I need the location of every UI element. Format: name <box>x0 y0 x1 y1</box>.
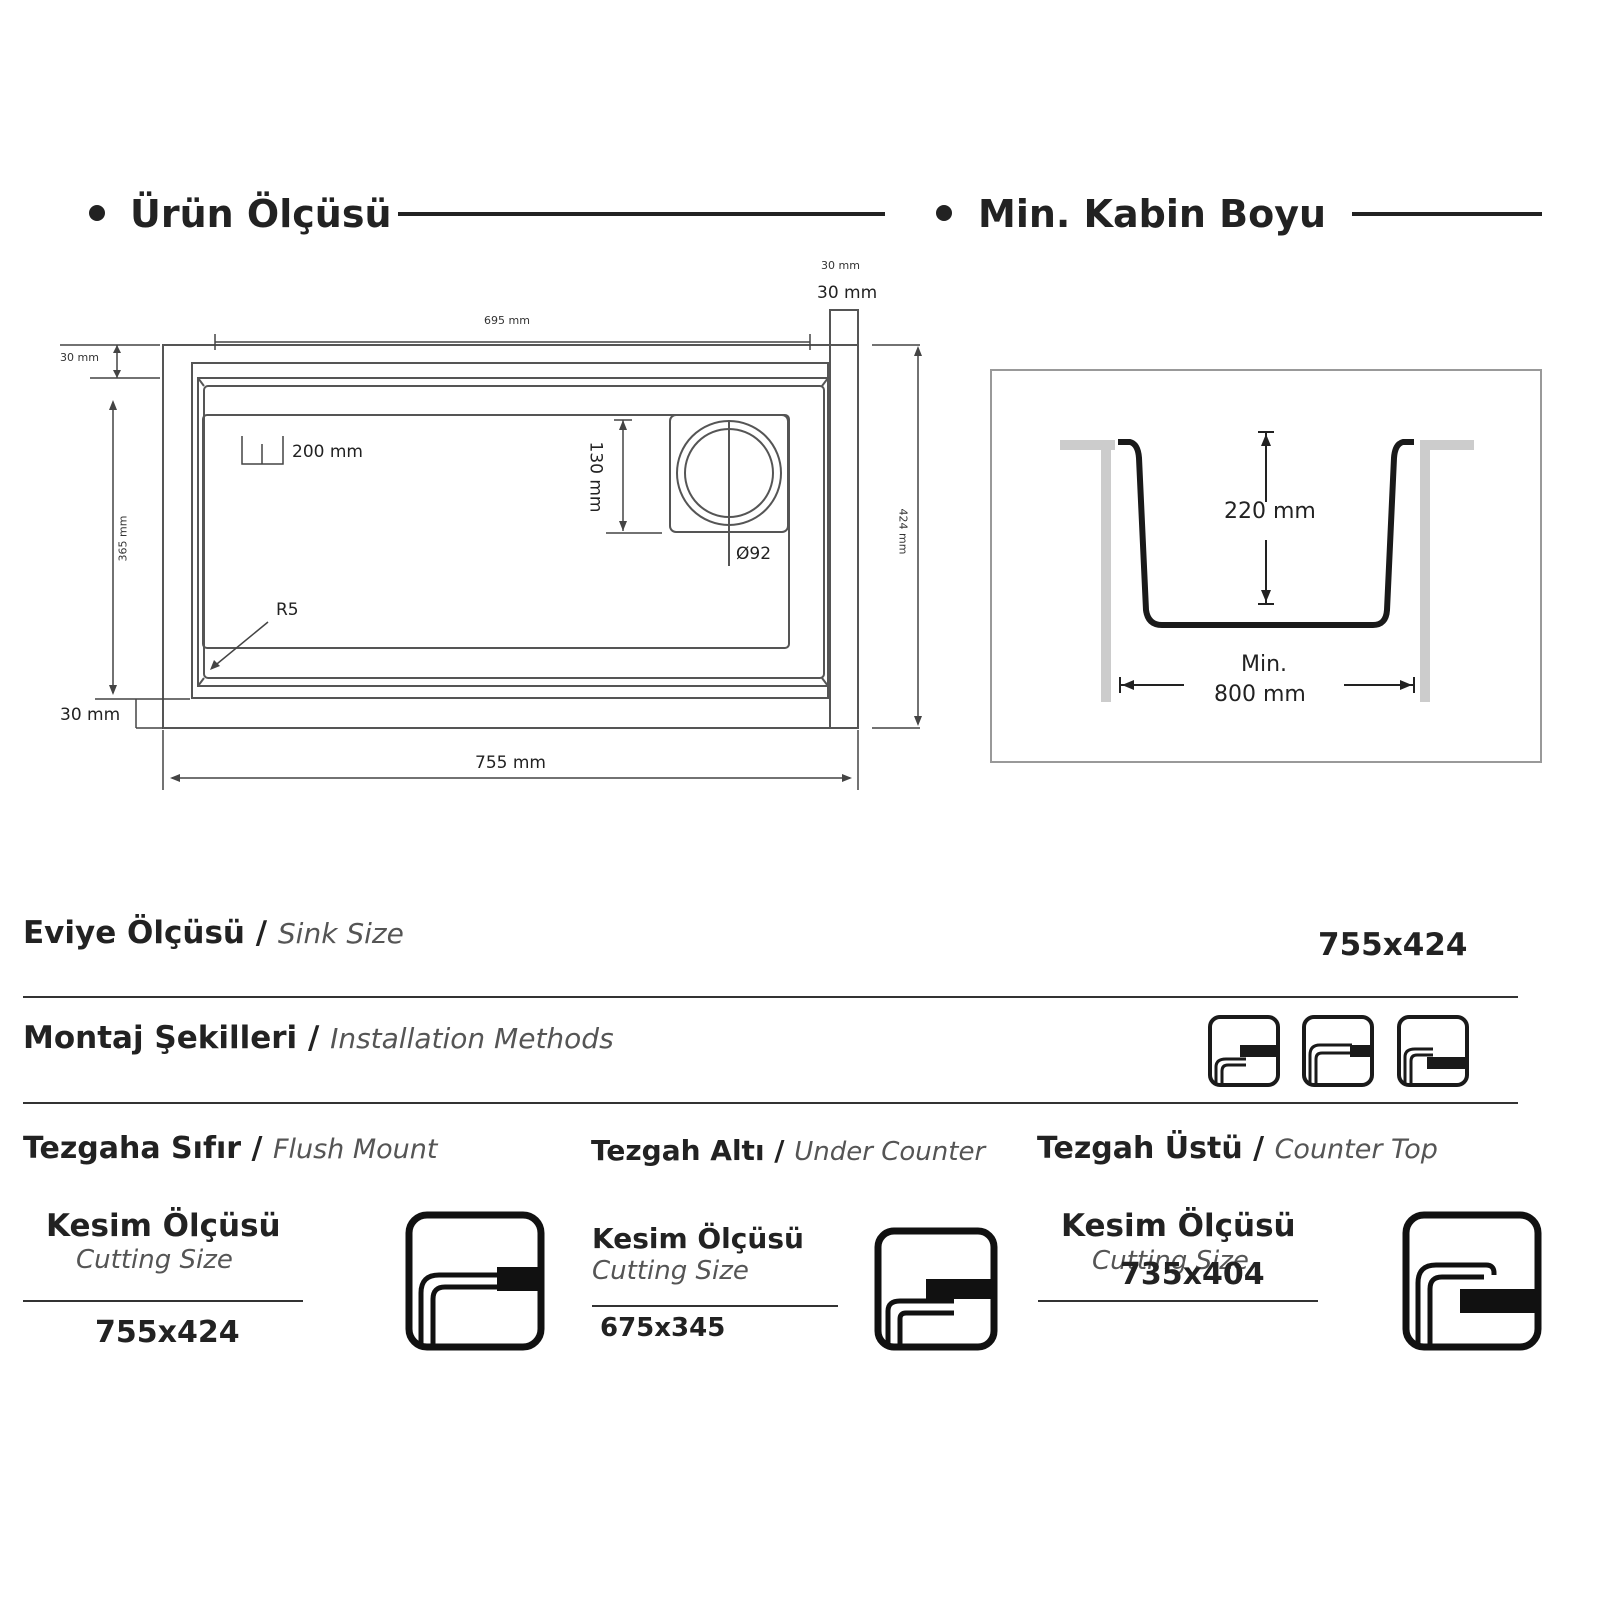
method-flush-title-en: Flush Mount <box>272 1134 438 1165</box>
divider <box>592 1305 838 1307</box>
method-top-title-tr: Tezgah Üstü / <box>1037 1131 1265 1166</box>
method-under-title-en: Under Counter <box>794 1137 986 1167</box>
sink-size-label-en: Sink Size <box>277 917 404 950</box>
dim-radius: R5 <box>276 600 299 620</box>
cabinet-min-width: 800 mm <box>1214 682 1306 707</box>
heading-line <box>1352 212 1542 216</box>
cabinet-min-label: Min. <box>1241 652 1288 677</box>
sink-inner-rim <box>197 377 829 687</box>
sink-inner-bowl <box>202 414 790 649</box>
cabinet-title: Min. Kabin Boyu <box>978 192 1327 236</box>
divider <box>23 996 1518 998</box>
method-under-value: 675x345 <box>600 1313 726 1343</box>
counter-top-icon <box>1402 1211 1542 1351</box>
heading-line <box>398 212 885 216</box>
method-under-title-tr: Tezgah Altı / <box>591 1134 785 1167</box>
bullet-icon <box>936 205 952 221</box>
dim-diameter: Ø92 <box>736 544 772 564</box>
divider <box>1038 1300 1318 1302</box>
method-flush-title: Tezgaha Sıfır / Flush Mount <box>23 1131 437 1166</box>
method-under-cut-label: Kesim Ölçüsü <box>592 1222 804 1255</box>
divider <box>23 1300 303 1302</box>
installation-label: Montaj Şekilleri / Installation Methods <box>23 1020 614 1056</box>
method-top-title: Tezgah Üstü / Counter Top <box>1037 1131 1438 1166</box>
counter-top-icon-small <box>1397 1015 1469 1087</box>
method-top-cut-label: Kesim Ölçüsü <box>1061 1208 1296 1244</box>
sink-size-label: Eviye Ölçüsü / Sink Size <box>23 915 404 951</box>
cabinet-sink-profile <box>1118 439 1414 628</box>
method-flush-value: 755x424 <box>95 1315 240 1350</box>
method-flush-cut-label-en: Cutting Size <box>76 1245 233 1275</box>
installation-label-tr: Montaj Şekilleri / <box>23 1020 320 1056</box>
flush-mount-icon-small <box>1208 1015 1280 1087</box>
dim-inner-width: 695 mm <box>484 314 530 327</box>
installation-label-en: Installation Methods <box>330 1022 614 1055</box>
method-under-cut-label-en: Cutting Size <box>592 1256 749 1286</box>
method-top-value: 735x404 <box>1120 1257 1265 1292</box>
sink-size-label-tr: Eviye Ölçüsü / <box>23 915 268 951</box>
sink-back-post <box>829 309 859 729</box>
under-counter-icon <box>874 1227 998 1351</box>
sink-size-value: 755x424 <box>1318 927 1468 963</box>
method-top-cut-label-en: Cutting Size <box>1092 1246 1249 1276</box>
method-under-title: Tezgah Altı / Under Counter <box>591 1134 985 1167</box>
divider <box>23 1102 1518 1104</box>
method-flush-cut-label: Kesim Ölçüsü <box>46 1208 281 1244</box>
cabinet-depth: 220 mm <box>1224 499 1316 524</box>
dim-top-right-small: 30 mm <box>821 259 860 272</box>
dim-bottom-left: 30 mm <box>60 705 121 725</box>
cabinet-frame <box>990 369 1542 763</box>
dim-top-left: 30 mm <box>60 351 99 364</box>
method-top-title-en: Counter Top <box>1274 1134 1438 1165</box>
method-flush-title-tr: Tezgaha Sıfır / <box>23 1131 263 1166</box>
dim-depth-200: 200 mm <box>292 442 363 462</box>
dim-top-right: 30 mm <box>817 283 878 303</box>
under-counter-icon-small <box>1302 1015 1374 1087</box>
dim-width-755: 755 mm <box>475 753 546 773</box>
product-size-title: Ürün Ölçüsü <box>130 192 392 236</box>
flush-mount-icon <box>405 1211 545 1351</box>
bullet-icon <box>89 205 105 221</box>
